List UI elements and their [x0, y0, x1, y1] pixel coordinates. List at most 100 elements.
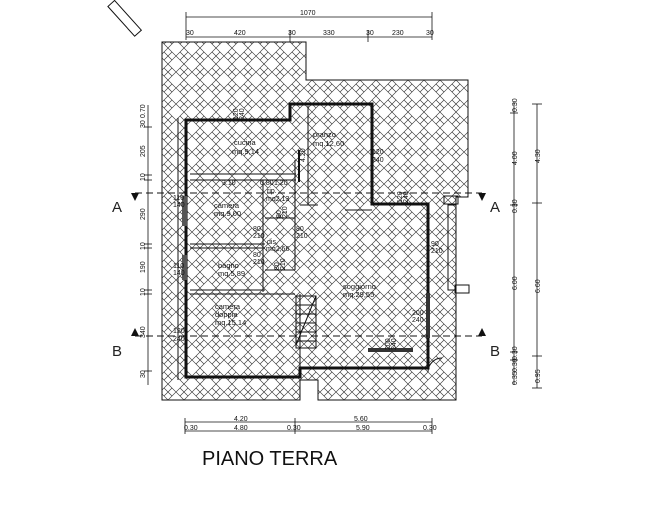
svg-text:1.20: 1.20	[274, 180, 288, 187]
svg-text:240: 240	[391, 338, 398, 350]
svg-text:90: 90	[431, 241, 439, 248]
svg-text:110: 110	[173, 195, 184, 202]
svg-text:camera: camera	[215, 302, 241, 311]
left-dimensions: 30 0.70 205 10 290 10 190 10 340 30	[140, 104, 152, 385]
room-disimpegno: dis.mq2,66	[266, 239, 289, 253]
section-a-right: A	[490, 199, 500, 216]
svg-text:80: 80	[274, 262, 281, 270]
svg-text:140: 140	[173, 270, 185, 277]
svg-text:0.30: 0.30	[512, 346, 519, 360]
svg-text:4.30: 4.30	[535, 149, 542, 163]
svg-text:210: 210	[253, 233, 265, 240]
svg-text:mq2,66: mq2,66	[266, 246, 289, 253]
svg-text:30: 30	[366, 30, 374, 37]
svg-text:205: 205	[140, 145, 147, 157]
svg-text:10: 10	[140, 173, 147, 181]
svg-text:80: 80	[253, 226, 261, 233]
svg-text:0.30: 0.30	[287, 425, 301, 432]
svg-text:200: 200	[385, 338, 392, 350]
svg-text:240: 240	[412, 317, 424, 324]
svg-text:soggiorno: soggiorno	[343, 282, 376, 291]
svg-text:210: 210	[280, 258, 287, 270]
right-dimensions: 0.30 4.00 0.30 6.00 0.30 0.30 0.35 4.30 …	[510, 98, 542, 389]
svg-text:mq2,13: mq2,13	[266, 196, 289, 203]
svg-text:4.20: 4.20	[300, 148, 307, 162]
svg-text:0.95: 0.95	[535, 369, 542, 383]
svg-text:4.20: 4.20	[234, 416, 248, 423]
svg-text:0.30: 0.30	[512, 98, 519, 112]
svg-text:10: 10	[140, 288, 147, 296]
svg-text:mq.9,00: mq.9,00	[214, 209, 241, 218]
svg-text:30: 30	[186, 30, 194, 37]
svg-text:80: 80	[296, 226, 304, 233]
svg-text:240: 240	[403, 191, 410, 203]
svg-text:30: 30	[426, 30, 434, 37]
svg-text:0.30: 0.30	[184, 425, 198, 432]
svg-text:210: 210	[253, 259, 265, 266]
svg-text:0.30: 0.30	[512, 199, 519, 213]
interior	[184, 102, 430, 379]
svg-text:30: 30	[288, 30, 296, 37]
svg-text:10: 10	[140, 242, 147, 250]
svg-text:6.00: 6.00	[512, 276, 519, 290]
windows	[182, 150, 470, 373]
svg-text:30: 30	[140, 370, 147, 378]
svg-text:0.70: 0.70	[140, 104, 147, 118]
svg-text:210: 210	[282, 206, 289, 218]
svg-text:4.00: 4.00	[512, 151, 519, 165]
section-b-left: B	[112, 343, 122, 360]
svg-text:doppia: doppia	[215, 310, 238, 319]
svg-text:110: 110	[173, 263, 184, 270]
svg-text:120: 120	[372, 149, 384, 156]
svg-text:120: 120	[173, 328, 185, 335]
svg-text:140: 140	[173, 202, 185, 209]
staircase	[295, 295, 317, 349]
top-dimensions: 1070 30 420 30 330 30 230 30	[185, 10, 434, 42]
svg-text:cucina: cucina	[234, 138, 257, 147]
svg-text:pranzo: pranzo	[313, 130, 336, 139]
section-a-left: A	[112, 199, 122, 216]
svg-text:30: 30	[140, 120, 147, 128]
svg-text:0.80: 0.80	[260, 180, 274, 187]
svg-text:mq.12,60: mq.12,60	[313, 139, 344, 148]
svg-text:mq.9,14: mq.9,14	[232, 147, 259, 156]
svg-text:190: 190	[140, 261, 147, 273]
svg-text:4.80: 4.80	[234, 425, 248, 432]
svg-text:200: 200	[412, 310, 424, 317]
svg-text:330: 330	[323, 30, 335, 37]
svg-text:120: 120	[397, 191, 404, 203]
paved-area	[161, 41, 469, 401]
svg-text:0.30: 0.30	[512, 358, 519, 372]
svg-text:rip.: rip.	[267, 188, 277, 195]
svg-text:240: 240	[372, 157, 384, 164]
svg-text:340: 340	[140, 326, 147, 338]
svg-text:240: 240	[173, 336, 185, 343]
svg-text:210: 210	[431, 248, 443, 255]
section-b-right: B	[490, 343, 500, 360]
svg-text:420: 420	[234, 30, 246, 37]
orientation-marker	[107, 0, 143, 37]
svg-text:5.60: 5.60	[354, 416, 368, 423]
svg-text:6.60: 6.60	[535, 279, 542, 293]
svg-text:mq.29,55: mq.29,55	[343, 290, 374, 299]
svg-text:5.90: 5.90	[356, 425, 370, 432]
bottom-dimensions: 4.20 5.60 0.30 4.80 0.30 5.90 0.30	[184, 416, 437, 434]
svg-text:80: 80	[253, 252, 261, 259]
svg-text:0.35: 0.35	[512, 371, 519, 385]
svg-text:230: 230	[392, 30, 404, 37]
svg-text:240: 240	[239, 108, 246, 120]
svg-text:mq.5,89: mq.5,89	[218, 269, 245, 278]
svg-text:dis.: dis.	[267, 239, 278, 246]
svg-text:120: 120	[233, 108, 240, 120]
svg-text:mq.15,14: mq.15,14	[215, 318, 246, 327]
plan-title: PIANO TERRA	[202, 448, 338, 470]
room-ripostiglio: rip.mq2,13	[266, 188, 289, 203]
